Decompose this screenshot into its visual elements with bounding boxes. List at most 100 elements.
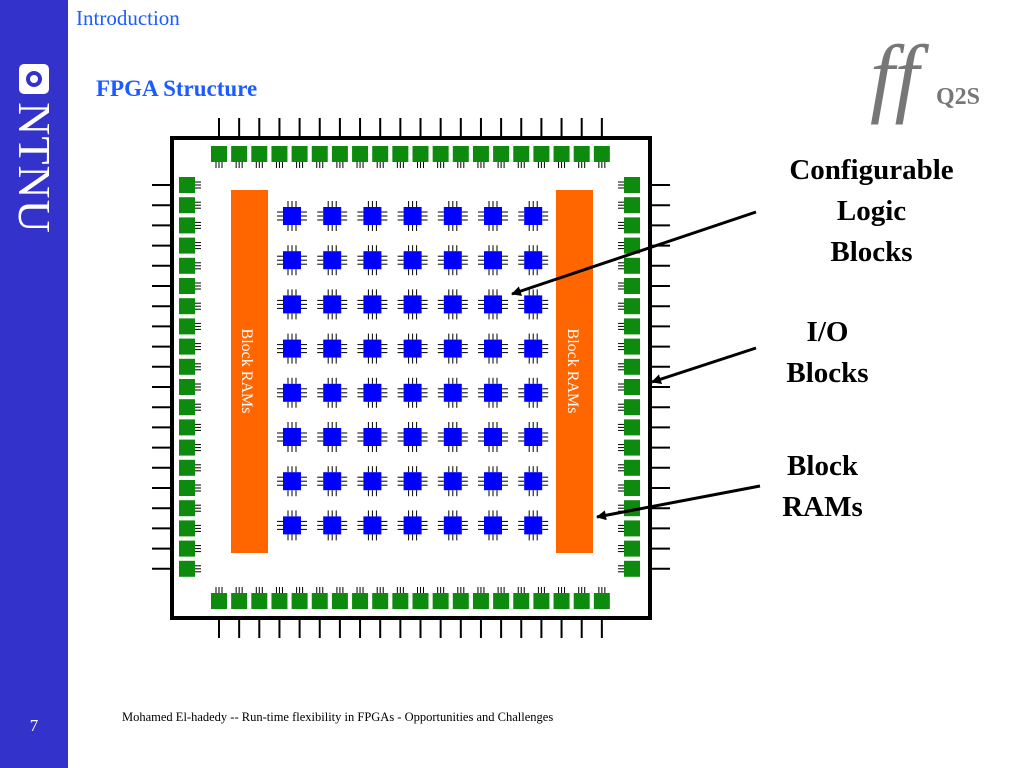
footer-text: Mohamed El-hadedy -- Run-time flexibilit… (122, 710, 554, 724)
io-block (624, 298, 640, 315)
io-block (624, 257, 640, 274)
logic-block-core (443, 207, 462, 225)
logic-block-core (403, 251, 422, 270)
logic-block-core (323, 251, 342, 270)
logic-block-core (323, 516, 342, 535)
logic-block (478, 377, 508, 408)
block-ram-right-label: Block RAMs (564, 329, 581, 414)
logic-block-core (484, 516, 502, 535)
io-block (231, 593, 248, 609)
logic-block (437, 466, 468, 497)
pins (152, 118, 670, 638)
io-block (493, 146, 510, 162)
io-block (472, 146, 489, 162)
logic-block (478, 422, 508, 452)
logic-block-core (283, 295, 301, 314)
logic-block-core (484, 251, 502, 270)
logic-block (277, 289, 307, 320)
logic-block-core (443, 383, 462, 402)
io-block (624, 358, 640, 375)
io-block (624, 480, 640, 496)
io-block (432, 146, 449, 162)
logic-block (397, 289, 428, 320)
io-block (412, 146, 429, 162)
clb-arrow (511, 210, 757, 296)
io-block (533, 146, 550, 162)
logic-block-core (283, 516, 301, 535)
logic-block-core (363, 472, 382, 491)
io-block (179, 459, 195, 476)
callout-configurable-logic-blocks: Configurable Logic Blocks (789, 154, 954, 268)
logic-block (518, 289, 549, 320)
io-block (179, 177, 195, 193)
logic-block (357, 245, 388, 276)
io-block (179, 480, 195, 496)
logic-block-core (484, 207, 502, 225)
io-block (624, 439, 640, 456)
logo-name: Q2S (936, 84, 980, 110)
io-block (573, 146, 590, 162)
io-block (624, 338, 640, 355)
bram-arrow (596, 484, 761, 521)
io-block (311, 146, 328, 162)
io-block (412, 593, 429, 609)
logic-block (277, 201, 307, 231)
logic-block-core (283, 383, 301, 402)
logic-block (277, 377, 307, 408)
logic-block (357, 422, 388, 452)
logic-block-core (363, 251, 382, 270)
io-block (179, 540, 195, 557)
io-block (179, 338, 195, 355)
logic-block-core (443, 251, 462, 270)
io-block (452, 593, 469, 609)
logic-block (317, 289, 348, 320)
logic-block (397, 201, 428, 231)
io-block (624, 177, 640, 193)
io-block (624, 399, 640, 416)
logic-block-core (403, 339, 422, 358)
logic-block-core (283, 428, 301, 446)
logic-block-core (524, 428, 543, 446)
logic-block-core (524, 516, 543, 535)
io-block (533, 593, 550, 609)
io-block (593, 593, 610, 609)
logic-block-core (283, 339, 301, 358)
logic-block-core (443, 428, 462, 446)
io-block (624, 540, 640, 557)
logic-block-core (524, 251, 543, 270)
io-block (624, 217, 640, 234)
io-block (211, 593, 227, 609)
logic-block-core (283, 472, 301, 491)
io-block (624, 197, 640, 214)
logic-block (437, 510, 468, 541)
section-title: Introduction (76, 6, 180, 30)
io-block (331, 146, 348, 162)
io-block (291, 593, 308, 609)
io-block (291, 146, 308, 162)
logic-block-core (524, 207, 543, 225)
io-block (271, 593, 288, 609)
io-block (179, 500, 195, 517)
slide-number: 7 (29, 716, 39, 735)
logic-block-core (524, 472, 543, 491)
logic-block-core (403, 472, 422, 491)
logic-block (478, 333, 508, 364)
logic-block (518, 377, 549, 408)
logic-block (437, 333, 468, 364)
io-block (179, 379, 195, 395)
io-block (624, 237, 640, 254)
sidebar: NTNU 7 (0, 0, 68, 768)
block-ram-right (556, 190, 593, 553)
logic-block (397, 422, 428, 452)
logic-block (478, 289, 508, 320)
io-block (271, 146, 288, 162)
io-block (179, 520, 195, 537)
io-block (593, 146, 610, 162)
logic-block-core (323, 383, 342, 402)
io-block (179, 298, 195, 315)
io-block (452, 146, 469, 162)
logic-block (317, 510, 348, 541)
logic-block (357, 201, 388, 231)
logic-block-core (323, 339, 342, 358)
